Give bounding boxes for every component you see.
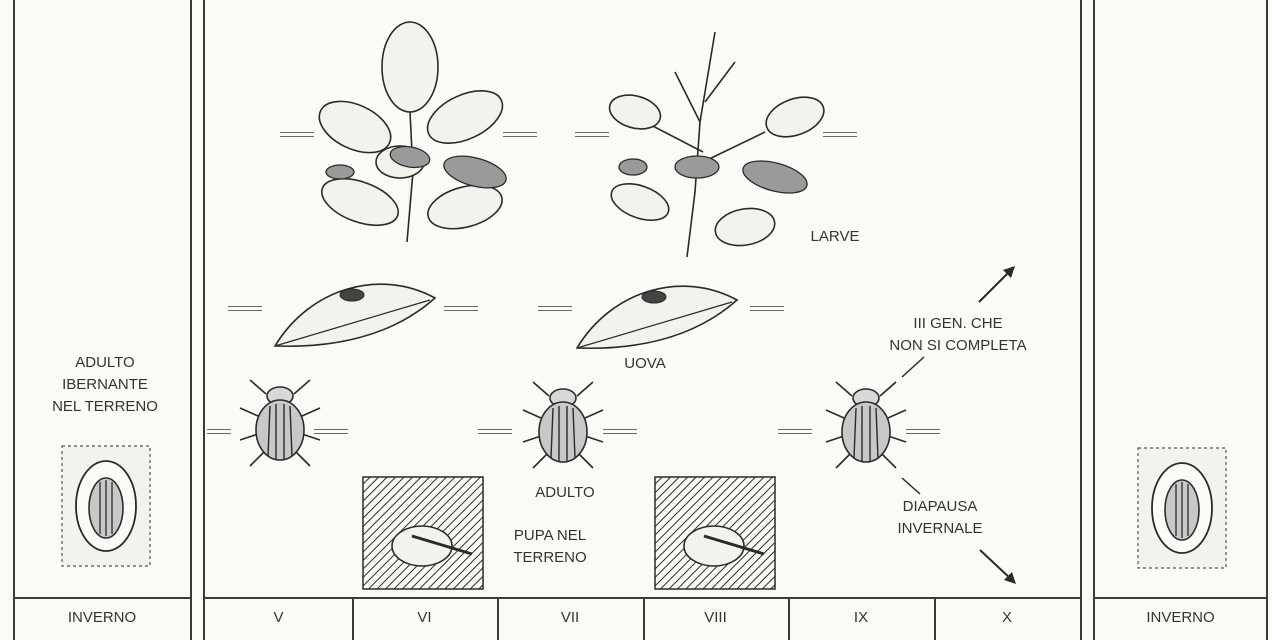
- stage-marker: [280, 132, 314, 137]
- pupa-in-soil-illustration: [362, 476, 484, 590]
- month-label: X: [934, 600, 1080, 636]
- month-label: VIII: [643, 600, 788, 636]
- plant-larvae-illustration: [605, 12, 830, 257]
- label-pupa: PUPA NEL TERRENO: [490, 525, 610, 569]
- arrow-third-generation: [975, 262, 1020, 307]
- stage-marker: [478, 429, 512, 434]
- timeline-top-line-right: [1093, 597, 1268, 599]
- stage-marker: [750, 306, 784, 311]
- leaf-eggs-illustration: [270, 268, 440, 350]
- stage-marker: [228, 306, 262, 311]
- month-label: V: [205, 600, 352, 636]
- frame-left-line: [13, 0, 15, 640]
- label-diapause: DIAPAUSA INVERNALE: [880, 496, 1000, 540]
- hibernating-adult-illustration: [1136, 446, 1228, 570]
- adult-beetle-illustration: [236, 374, 324, 469]
- frame-divider-right-b: [1093, 0, 1095, 640]
- leaf-eggs-illustration: [572, 270, 742, 352]
- frame-right-line: [1266, 0, 1268, 640]
- stage-marker: [207, 429, 231, 434]
- stage-marker: [444, 306, 478, 311]
- stage-marker: [575, 132, 609, 137]
- hibernating-adult-illustration: [60, 444, 152, 568]
- frame-divider-left-a: [190, 0, 192, 640]
- month-label: VI: [352, 600, 497, 636]
- timeline-top-line-left: [13, 597, 192, 599]
- stage-marker: [603, 429, 637, 434]
- stage-marker: [778, 429, 812, 434]
- adult-beetle-illustration: [519, 376, 607, 471]
- adult-beetle-illustration: [822, 376, 910, 471]
- frame-divider-left-b: [203, 0, 205, 640]
- arrow-diapause: [976, 546, 1021, 588]
- label-eggs: UOVA: [600, 353, 690, 375]
- label-adult: ADULTO: [515, 482, 615, 504]
- frame-divider-right-a: [1080, 0, 1082, 640]
- stage-marker: [538, 306, 572, 311]
- plant-larvae-illustration: [315, 12, 530, 247]
- connector-line: [900, 355, 930, 380]
- stage-marker: [906, 429, 940, 434]
- connector-line: [900, 476, 926, 496]
- month-label: IX: [788, 600, 934, 636]
- season-label-winter-left: INVERNO: [13, 600, 191, 636]
- label-third-generation: III GEN. CHE NON SI COMPLETA: [868, 313, 1048, 357]
- season-label-winter-right: INVERNO: [1095, 600, 1266, 636]
- pupa-in-soil-illustration: [654, 476, 776, 590]
- month-label: VII: [497, 600, 643, 636]
- label-adult-hibernating: ADULTO IBERNANTE NEL TERRENO: [20, 352, 190, 418]
